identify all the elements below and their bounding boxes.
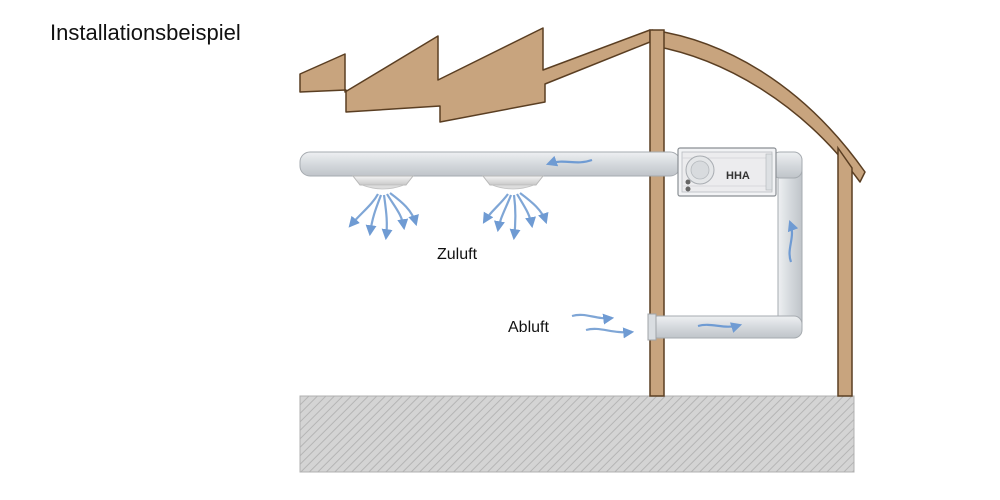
exhaust-duct-flow-arrow — [697, 322, 743, 333]
left-wall — [649, 29, 665, 397]
ceiling-diffuser-2 — [481, 175, 545, 190]
supply-duct-flow-arrow — [545, 155, 593, 167]
page-title: Installationsbeispiel — [50, 20, 241, 45]
sawtooth-roof — [299, 27, 651, 123]
floor-slab — [299, 395, 855, 473]
riser-flow-arrow — [787, 219, 799, 263]
supply-duct — [299, 151, 681, 177]
hha-unit: HHA — [677, 147, 777, 197]
ceiling-diffuser-1 — [351, 175, 415, 190]
exhaust-inlet — [647, 313, 657, 341]
curved-roof — [651, 29, 866, 183]
exhaust-air-label: Abluft — [508, 319, 549, 336]
exhaust-air-arrows — [571, 313, 635, 339]
supply-air-arrows-1 — [348, 192, 419, 241]
right-wall — [837, 145, 853, 397]
unit-label: HHA — [726, 170, 750, 182]
supply-air-arrows-2 — [482, 192, 549, 241]
supply-air-label: Zuluft — [437, 246, 478, 263]
